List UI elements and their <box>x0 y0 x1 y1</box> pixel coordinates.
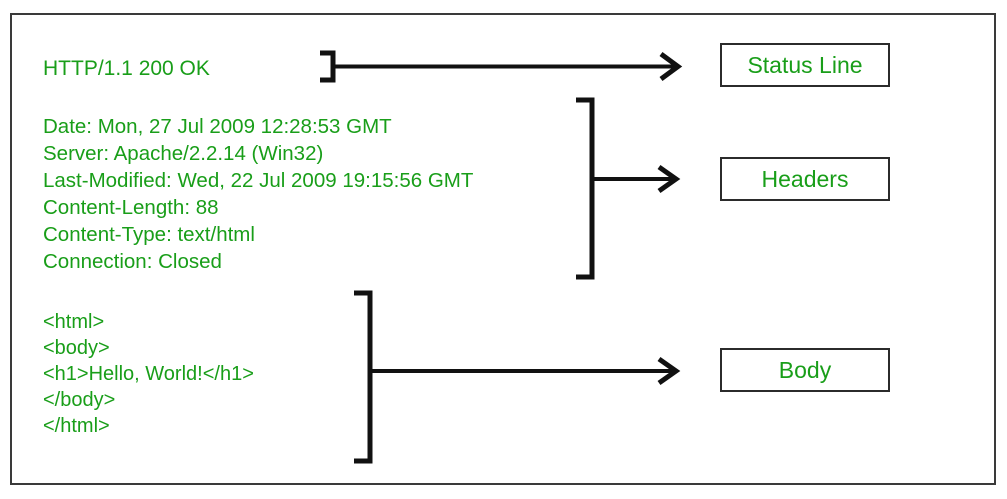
status-line-label-box[interactable]: Status Line <box>720 43 890 87</box>
body-label-box[interactable]: Body <box>720 348 890 392</box>
diagram-outer-frame <box>10 13 996 485</box>
headers-label-box[interactable]: Headers <box>720 157 890 201</box>
status-line-text: HTTP/1.1 200 OK <box>43 57 210 80</box>
body-text: <html> <body> <h1>Hello, World!</h1> </b… <box>43 311 254 437</box>
status-line-label-text: Status Line <box>747 51 863 78</box>
headers-label-text: Headers <box>761 165 849 192</box>
headers-text: Date: Mon, 27 Jul 2009 12:28:53 GMT Serv… <box>43 115 474 273</box>
body-label-text: Body <box>778 356 832 383</box>
